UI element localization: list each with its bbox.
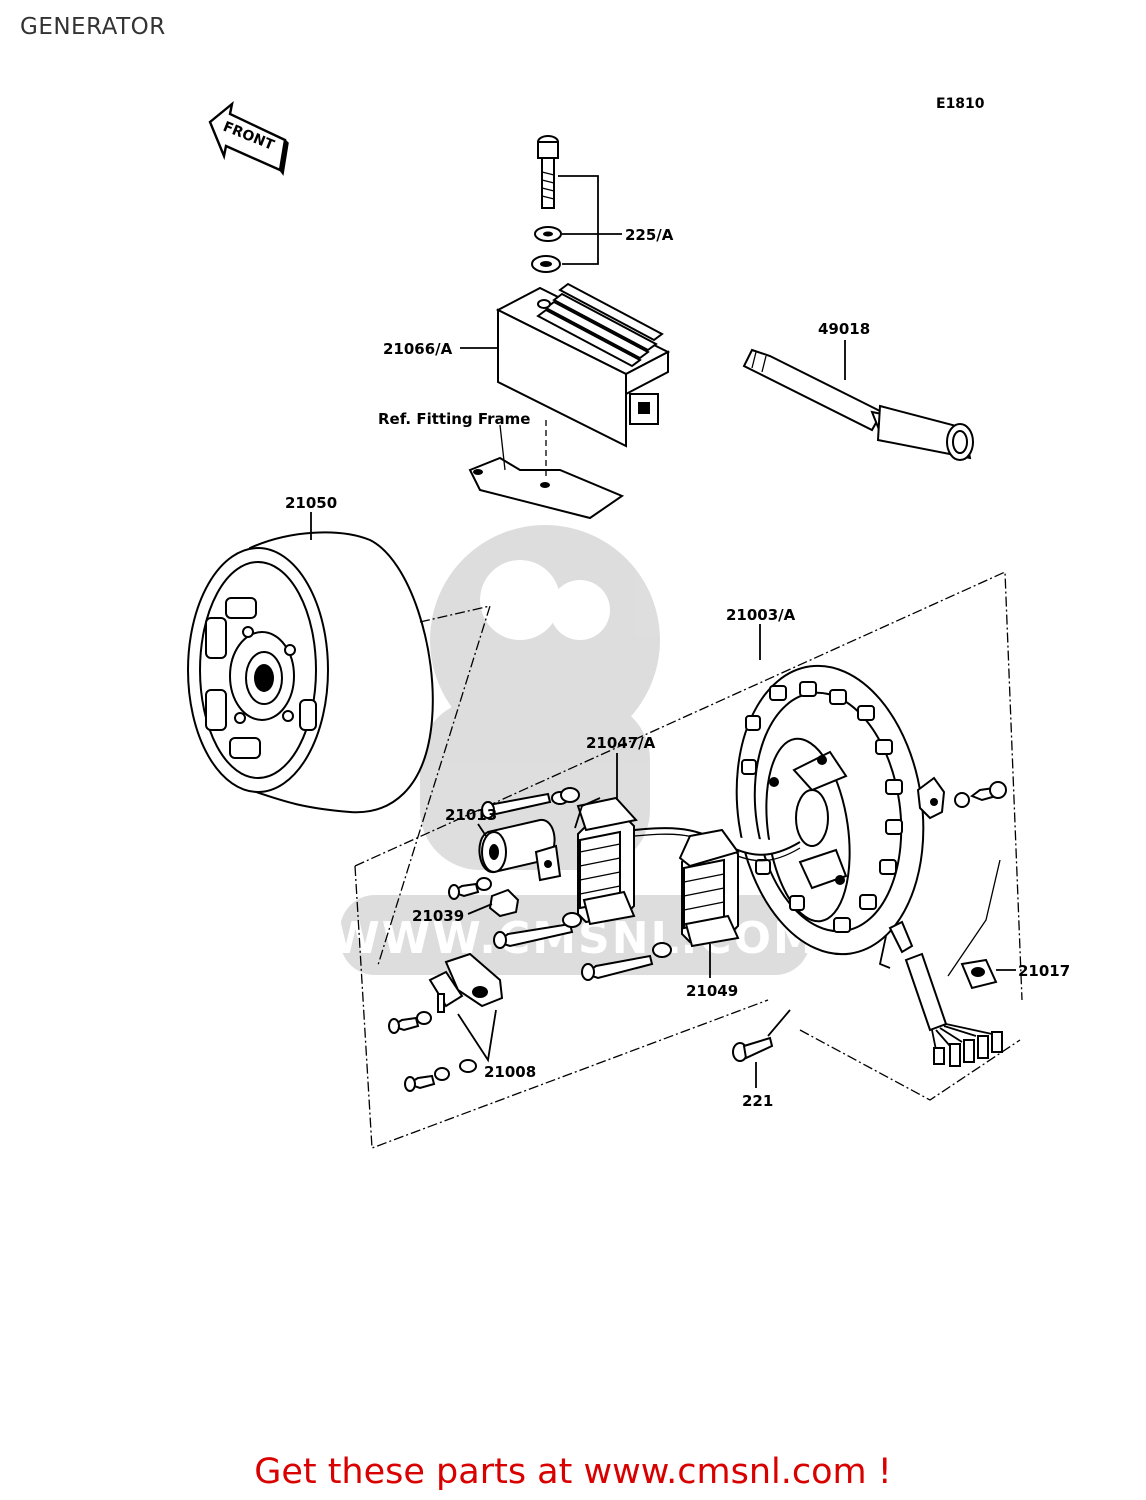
condenser-screw: [448, 877, 492, 900]
grommet: [960, 958, 998, 990]
label-21050: 21050: [285, 494, 337, 512]
stator-plate: [735, 664, 925, 956]
charging-coil-21049: [678, 828, 740, 948]
label-21047: 21047/A: [586, 734, 656, 752]
flywheel-rotor: [187, 531, 434, 814]
screw-221: [732, 1036, 774, 1062]
page-title: GENERATOR: [20, 14, 166, 40]
footer-cmsnl-link[interactable]: Get these parts at www.cmsnl.com !: [254, 1452, 892, 1492]
label-21049: 21049: [686, 982, 738, 1000]
charging-coil-21047: [576, 796, 638, 926]
wire-harness: [878, 920, 1003, 1067]
contact-breaker: [428, 952, 504, 1013]
label-21008: 21008: [484, 1063, 536, 1081]
coil-screws: [481, 787, 672, 981]
label-21066: 21066/A: [383, 340, 453, 358]
fitting-frame: [468, 456, 625, 520]
cam-felt: [488, 888, 520, 918]
label-21017: 21017: [1018, 962, 1070, 980]
label-49018: 49018: [818, 320, 870, 338]
label-221: 221: [742, 1092, 773, 1110]
label-21039: 21039: [412, 907, 464, 925]
front-arrow-icon: FRONT: [208, 100, 289, 176]
regulator-rectifier: [495, 282, 671, 448]
diagram-code: E1810: [936, 96, 985, 112]
clamp-and-screws: [916, 776, 1007, 820]
condenser: [478, 818, 562, 882]
breaker-screws: [388, 1011, 477, 1092]
rotor-puller-tool: [742, 348, 974, 461]
regulator-mount-bolt: [531, 135, 562, 273]
label-21013: 21013: [445, 806, 497, 824]
label-ref-fitting-frame: Ref. Fitting Frame: [378, 410, 530, 428]
label-225: 225/A: [625, 226, 674, 244]
label-21003: 21003/A: [726, 606, 796, 624]
